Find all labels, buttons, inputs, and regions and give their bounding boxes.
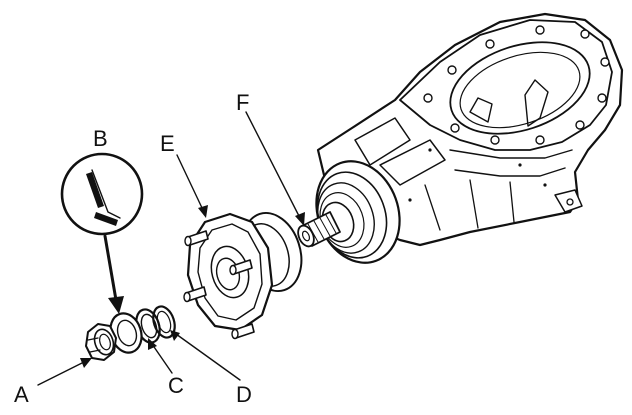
companion-flange [183, 211, 303, 340]
leader-lines [37, 111, 305, 386]
flange-bolt-holes [423, 25, 610, 145]
label-f: F [236, 90, 249, 115]
detail-callout-b [60, 152, 144, 314]
label-d: D [236, 382, 252, 407]
label-b: B [93, 126, 108, 151]
label-c: C [168, 373, 184, 398]
output-shaft [297, 211, 341, 248]
lock-nut [85, 323, 117, 361]
label-e: E [160, 131, 175, 156]
flange-studs [183, 230, 255, 340]
label-a: A [14, 382, 29, 407]
